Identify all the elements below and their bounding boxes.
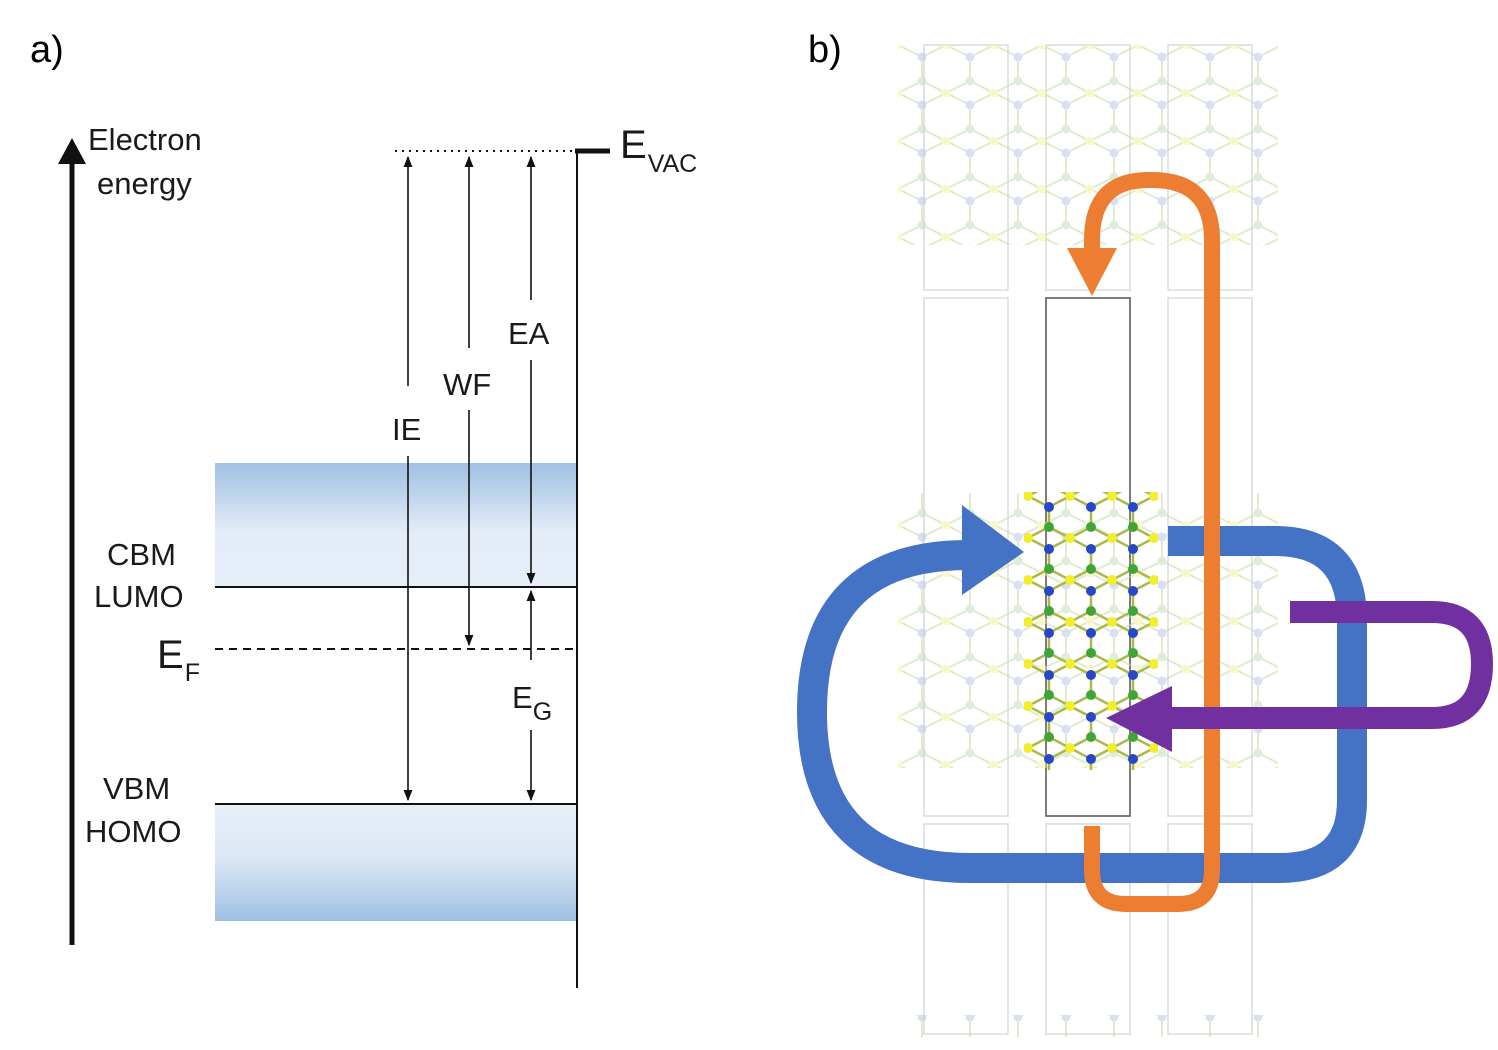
axis-label-line2: energy [97, 166, 192, 201]
conduction-band [215, 463, 577, 587]
blue-loop-arrow [796, 526, 1367, 883]
ie-label: IE [392, 412, 421, 447]
orange-loop-arrow [1084, 172, 1220, 912]
panel-b-label: b) [808, 29, 842, 71]
lumo-label: LUMO [94, 579, 184, 614]
eg-label: EG [512, 680, 552, 726]
cbm-label: CBM [107, 537, 176, 572]
ea-label: EA [508, 316, 550, 351]
purple-loop-arrow [1160, 601, 1494, 729]
wf-label: WF [443, 367, 491, 402]
energy-axis-arrowhead [58, 138, 86, 164]
ef-label: EF [157, 633, 200, 687]
axis-label-line1: Electron [88, 122, 202, 157]
orange-arrowhead [1067, 248, 1117, 296]
blue-arrowhead [962, 505, 1024, 595]
homo-label: HOMO [85, 814, 181, 849]
evac-label: EVAC [620, 123, 697, 178]
panel-a-label: a) [30, 29, 64, 71]
panel-a: a) Electron energy IE WF EA EG [30, 29, 697, 988]
lattice-bottom-faint [898, 1015, 1278, 1037]
panel-b: b) [796, 29, 1494, 1037]
vbm-label: VBM [103, 771, 170, 806]
valence-band [215, 805, 577, 921]
purple-arrowhead [1106, 686, 1172, 752]
